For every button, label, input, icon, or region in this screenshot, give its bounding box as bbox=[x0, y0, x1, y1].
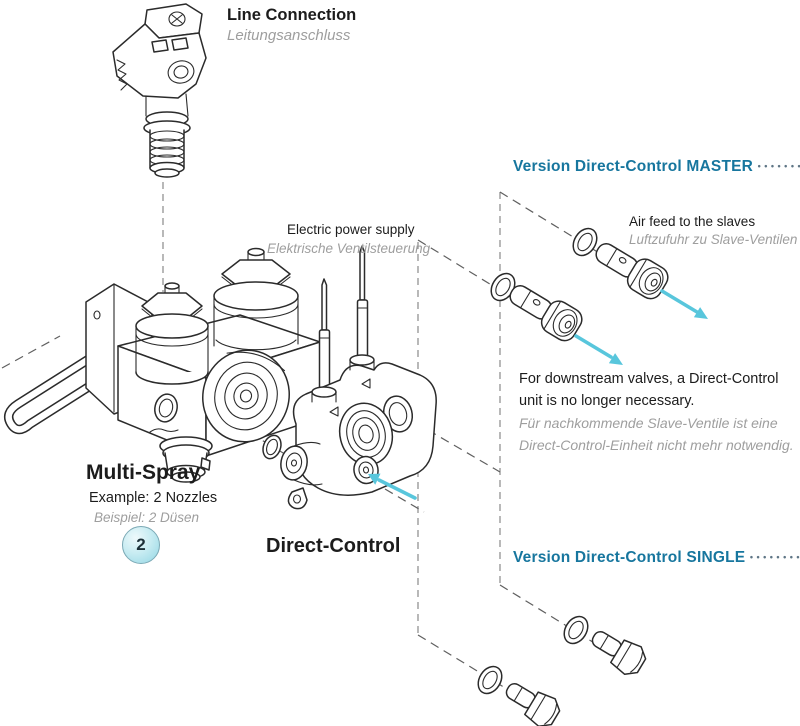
line-connection-label-de: Leitungsanschluss bbox=[227, 27, 351, 44]
spray-nozzle bbox=[149, 428, 213, 483]
control-pin bbox=[318, 278, 331, 391]
line-connection-part bbox=[112, 3, 207, 178]
o-ring bbox=[477, 665, 503, 695]
master-fitting bbox=[509, 285, 583, 342]
master-note-de-line1: Für nachkommende Slave-Ventile ist eine bbox=[519, 415, 778, 431]
multi-spray-example: Example: 2 Nozzles bbox=[89, 490, 218, 506]
leader-aux-2 bbox=[384, 488, 425, 513]
electric-power-label: Electric power supply bbox=[287, 222, 415, 237]
leader-single-1 bbox=[499, 584, 623, 661]
master-heading-text: Version Direct-Control MASTER bbox=[513, 158, 754, 175]
leader-clip-3 bbox=[1, 335, 61, 369]
flow-arrow-icon bbox=[574, 334, 623, 365]
master-fitting bbox=[595, 243, 669, 300]
single-heading: Version Direct-Control SINGLE •••••••••• bbox=[513, 549, 800, 567]
o-ring bbox=[563, 615, 589, 645]
flow-arrow-icon bbox=[660, 289, 708, 319]
multi-spray-example-de: Beispiel: 2 Düsen bbox=[94, 510, 200, 525]
master-note-line2: unit is no longer necessary. bbox=[519, 393, 695, 409]
air-feed-label: Air feed to the slaves bbox=[629, 214, 756, 229]
single-plug bbox=[505, 682, 561, 726]
direct-control-title: Direct-Control bbox=[266, 535, 401, 557]
air-feed-label-de: Luftzufuhr zu Slave-Ventilen bbox=[629, 232, 798, 247]
multi-spray-title: Multi-Spray bbox=[86, 461, 201, 484]
o-ring bbox=[262, 434, 282, 460]
single-heading-text: Version Direct-Control SINGLE bbox=[513, 549, 746, 566]
multi-spray-valve bbox=[85, 247, 321, 483]
control-pin bbox=[356, 245, 369, 359]
master-note-de-line2: Direct-Control-Einheit nicht mehr notwen… bbox=[519, 437, 794, 453]
single-plug bbox=[591, 630, 647, 676]
o-ring bbox=[572, 227, 598, 257]
electric-power-label-de: Elektrische Ventilsteuerung bbox=[267, 241, 431, 256]
line-connection-label: Line Connection bbox=[227, 6, 357, 24]
retaining-clip bbox=[3, 347, 117, 435]
leader-aux-1 bbox=[427, 429, 501, 473]
direct-control-valve bbox=[280, 245, 437, 510]
leader-dots: •••••••••• bbox=[749, 552, 800, 562]
flow-arrow-icon bbox=[368, 473, 417, 500]
master-heading: Version Direct-Control MASTER ••••••• bbox=[513, 158, 800, 176]
master-note-line1: For downstream valves, a Direct-Control bbox=[519, 371, 779, 387]
nozzle-count-badge: 2 bbox=[122, 526, 160, 564]
valve-port bbox=[154, 393, 178, 423]
leader-dots: ••••••• bbox=[757, 161, 800, 171]
